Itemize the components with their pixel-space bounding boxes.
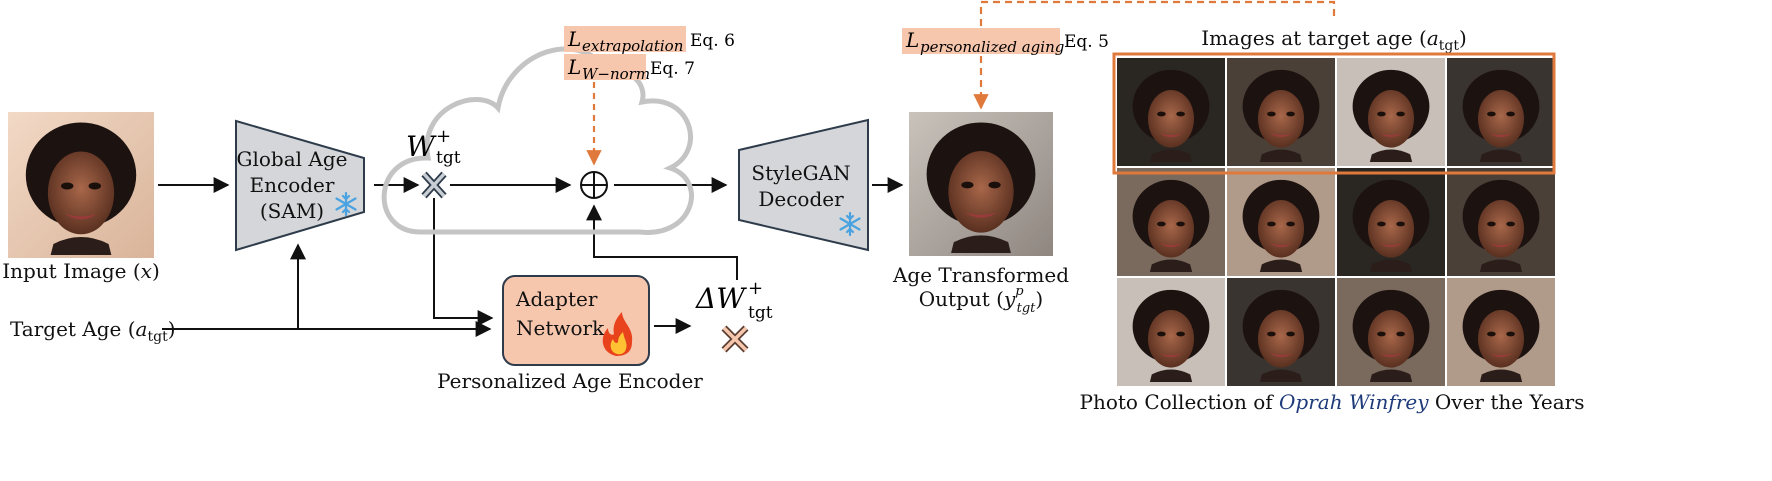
svg-text:Eq. 5: Eq. 5 — [1064, 32, 1109, 52]
collection-photo — [1227, 168, 1335, 276]
svg-text:L: L — [905, 28, 919, 52]
collection-photo — [1227, 58, 1335, 166]
input-image-caption: Input Image (x) — [2, 259, 160, 283]
loss-extrapolation: L extrapolation Eq. 6 — [564, 26, 735, 55]
svg-text:ΔW: ΔW — [695, 282, 747, 315]
svg-text:Network: Network — [516, 316, 605, 340]
collection-photo — [1447, 278, 1555, 386]
personalized-age-encoder-caption: Personalized Age Encoder — [437, 369, 703, 393]
svg-text:(SAM): (SAM) — [260, 199, 324, 223]
collection-photo — [1337, 168, 1445, 276]
svg-text:StyleGAN: StyleGAN — [751, 161, 850, 185]
collection-photo — [1117, 278, 1225, 386]
svg-text:+: + — [748, 278, 763, 299]
svg-text:Decoder: Decoder — [758, 187, 844, 211]
adapter-network: Adapter Network — [502, 275, 650, 366]
loss-w-norm: L W−norm Eq. 7 — [564, 54, 695, 83]
svg-text:extrapolation: extrapolation — [582, 37, 683, 55]
target-age-highlight-box — [1112, 52, 1556, 175]
collection-photo — [1117, 168, 1225, 276]
loss-personalized-aging: L personalized aging Eq. 5 — [902, 28, 1109, 56]
input-image — [8, 112, 154, 258]
svg-text:Global Age: Global Age — [237, 147, 348, 171]
target-age-images-caption: Images at target age (atgt) — [1201, 26, 1467, 54]
target-age-label: Target Age (atgt) — [10, 317, 176, 345]
fire-icon — [602, 312, 633, 356]
svg-text:Eq. 7: Eq. 7 — [650, 59, 695, 79]
collection-photo — [1227, 278, 1335, 386]
output-image — [909, 112, 1053, 256]
multiply-icon — [421, 171, 447, 199]
svg-text:L: L — [567, 55, 581, 79]
svg-text:L: L — [567, 27, 581, 51]
collection-photo — [1447, 58, 1555, 166]
delta-latent-label: ΔW + tgt — [695, 278, 773, 323]
stylegan-decoder: StyleGAN Decoder — [738, 118, 869, 252]
svg-text:Adapter: Adapter — [515, 287, 598, 311]
svg-text:tgt: tgt — [436, 148, 461, 168]
delta-multiply-icon — [721, 325, 749, 353]
dashed-feedback-path — [973, 0, 1336, 110]
collection-photo — [1337, 58, 1445, 166]
svg-text:+: + — [436, 126, 451, 147]
collection-photo — [1117, 58, 1225, 166]
svg-text:W−norm: W−norm — [582, 65, 650, 83]
collection-photo — [1337, 278, 1445, 386]
svg-text:W: W — [406, 130, 437, 163]
photo-collection-caption: Photo Collection of Oprah Winfrey Over t… — [1080, 390, 1585, 414]
svg-text:Encoder: Encoder — [250, 173, 335, 197]
svg-text:personalized aging: personalized aging — [920, 38, 1064, 56]
sum-node-icon — [580, 171, 608, 199]
photo-collection-grid — [1117, 58, 1555, 386]
global-age-encoder: Global Age Encoder (SAM) — [235, 119, 365, 252]
output-caption-line1: Age Transformed — [892, 263, 1069, 287]
svg-text:tgt: tgt — [748, 303, 773, 323]
collection-photo — [1447, 168, 1555, 276]
svg-text:Eq. 6: Eq. 6 — [690, 31, 735, 51]
latent-code-label: W + tgt — [406, 126, 461, 168]
flow-arrows — [158, 177, 904, 337]
